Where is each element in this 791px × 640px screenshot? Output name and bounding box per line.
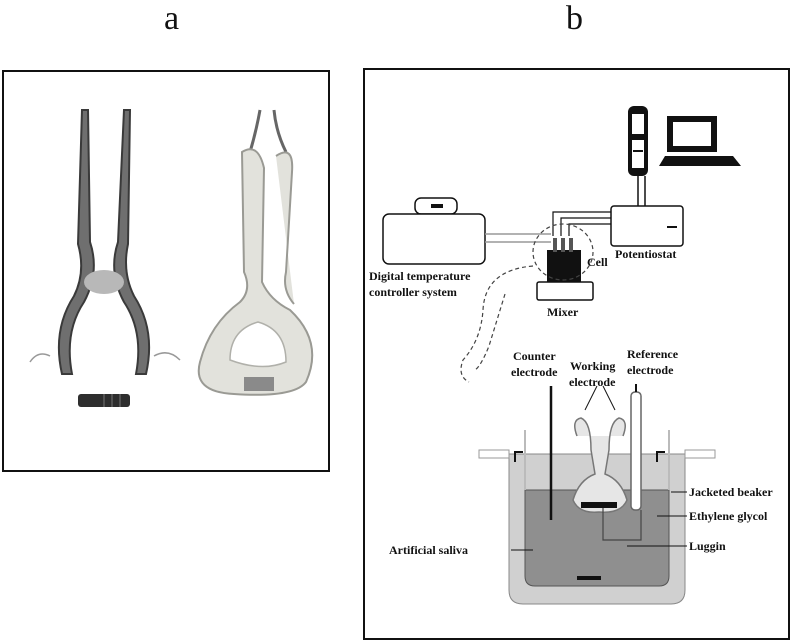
panel-a-photo-frame [2, 70, 330, 472]
computer-tower-icon [628, 106, 648, 176]
counter-electrode-label-line1: Counter [513, 349, 556, 363]
dental-implant [78, 394, 130, 407]
working-electrode-icon [572, 385, 628, 513]
luggin-capillary [602, 508, 642, 541]
jacketed-beaker-label: Jacketed beaker [689, 485, 773, 499]
cell-icon [547, 238, 581, 282]
monitor-icon [659, 116, 741, 166]
artificial-saliva-label: Artificial saliva [389, 543, 468, 557]
mixer-box [536, 281, 594, 301]
reference-electrode-icon [630, 384, 642, 511]
ethylene-glycol-label: Ethylene glycol [689, 509, 768, 523]
temp-controller-label-line1: Digital temperature [369, 269, 471, 283]
bare-electrode [29, 109, 181, 375]
panel-label-a: a [164, 0, 180, 37]
electrode-photo [29, 109, 314, 407]
cell-label: Cell [587, 255, 608, 269]
working-electrode-label-line2: electrode [569, 375, 616, 389]
luggin-label: Luggin [689, 539, 726, 553]
coated-electrode [197, 109, 314, 396]
temperature-controller-box [382, 197, 486, 265]
jacketed-beaker [478, 430, 716, 605]
mixer-label: Mixer [547, 305, 579, 319]
potentiostat-box [610, 205, 684, 247]
panel-label-b: b [566, 0, 583, 37]
panel-b-schematic-frame: Potentiostat Digital temperature control… [363, 68, 790, 640]
reference-electrode-label-line1: Reference [627, 347, 679, 361]
potentiostat-label: Potentiostat [615, 247, 676, 261]
temp-controller-label-line2: controller system [369, 285, 457, 299]
reference-electrode-label-line2: electrode [627, 363, 674, 377]
counter-electrode-label-line2: electrode [511, 365, 558, 379]
working-electrode-label-line1: Working [570, 359, 615, 373]
setup-schematic: Potentiostat Digital temperature control… [369, 106, 773, 605]
